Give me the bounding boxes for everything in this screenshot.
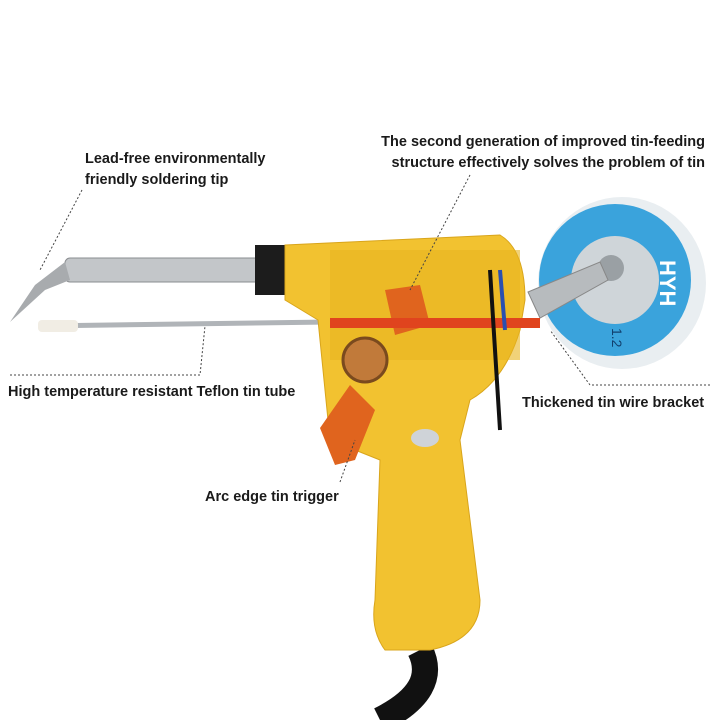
spool-size: 1.2 xyxy=(609,328,625,348)
label-teflon-tube: High temperature resistant Teflon tin tu… xyxy=(8,384,296,400)
spool-brand: HYH xyxy=(655,260,680,306)
label-line: Lead-free environmentally xyxy=(85,151,266,167)
label-tin-trigger: Arc edge tin trigger xyxy=(205,489,339,505)
label-soldering-tip: Lead-free environmentally friendly solde… xyxy=(85,149,266,191)
label-tin-feeding: The second generation of improved tin-fe… xyxy=(381,132,705,174)
leader-lines xyxy=(10,174,710,483)
label-line: friendly soldering tip xyxy=(85,172,229,188)
solder-spool: HYH 1.2 xyxy=(538,197,706,369)
teflon-tube xyxy=(39,319,331,329)
label-line: The second generation of improved tin-fe… xyxy=(381,134,705,150)
tin-trigger xyxy=(320,385,375,465)
power-cable xyxy=(373,644,438,720)
soldering-tip xyxy=(10,262,70,322)
label-wire-bracket: Thickened tin wire bracket xyxy=(522,395,705,411)
label-line: structure effectively solves the problem… xyxy=(391,155,705,171)
wire-bracket xyxy=(527,261,609,319)
feed-gear xyxy=(341,336,389,384)
